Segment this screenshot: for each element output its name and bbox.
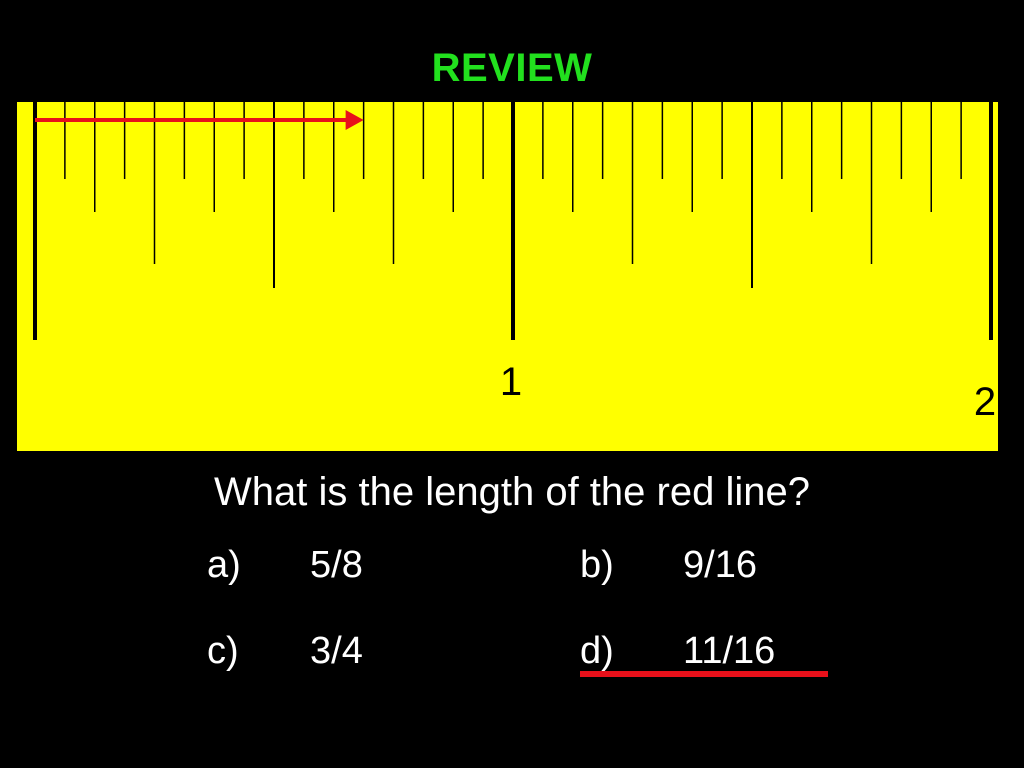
answer-option-d[interactable]: d) 11/16 — [580, 629, 830, 673]
answer-option-a[interactable]: a) 5/8 — [207, 543, 447, 587]
inch-label-1: 1 — [500, 360, 522, 404]
question-text: What is the length of the red line? — [214, 470, 810, 514]
answer-option-b[interactable]: b) 9/16 — [580, 543, 820, 587]
ruler: 1 2 — [17, 102, 998, 451]
answer-letter-a: a) — [207, 544, 241, 586]
red-line-arrow — [35, 110, 364, 130]
answer-letter-b: b) — [580, 544, 614, 586]
answer-value-d: 11/16 — [683, 630, 776, 672]
correct-answer-underline — [580, 671, 828, 677]
inch-label-2: 2 — [974, 380, 996, 424]
ruler-graphic: 1 2 — [17, 102, 998, 451]
answer-value-b: 9/16 — [683, 544, 757, 586]
ruler-body — [17, 102, 998, 451]
answer-value-a: 5/8 — [310, 544, 363, 586]
arrow-head-icon — [345, 110, 364, 130]
slide-title: REVIEW — [431, 46, 593, 90]
answer-letter-c: c) — [207, 630, 239, 672]
answer-value-c: 3/4 — [310, 630, 363, 672]
answer-option-c[interactable]: c) 3/4 — [207, 629, 447, 673]
answer-letter-d: d) — [580, 630, 614, 672]
